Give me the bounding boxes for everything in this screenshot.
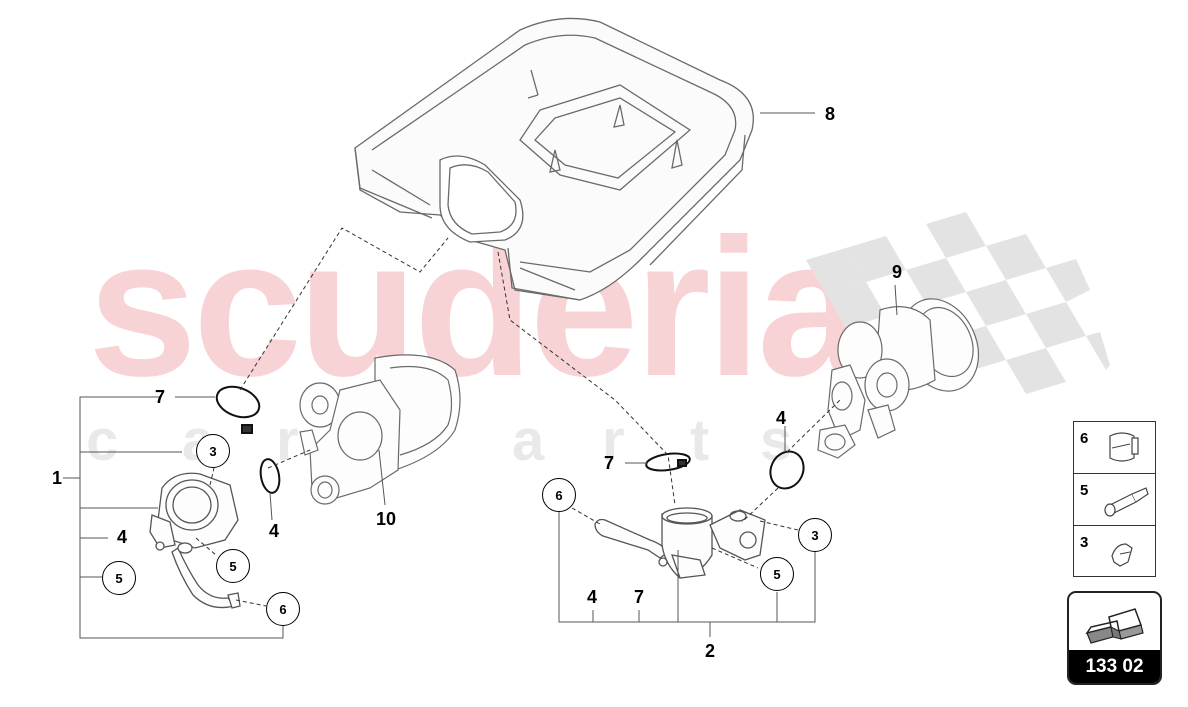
bubble-5-right[interactable]: 5: [760, 557, 794, 591]
legend-item-6[interactable]: 6: [1074, 422, 1155, 474]
callout-4-right-ring[interactable]: 4: [775, 408, 787, 428]
hose-clamp-icon: [1109, 432, 1139, 462]
callout-4-left-bracket[interactable]: 4: [116, 527, 128, 547]
callout-2[interactable]: 2: [704, 641, 716, 661]
seal-ring-left: [259, 458, 281, 494]
turbocharger-part-9: [817, 298, 980, 459]
callout-4-bottom[interactable]: 4: [586, 587, 598, 607]
throttle-body-right: [594, 507, 766, 579]
clip-icon: [1111, 543, 1133, 567]
bubble-6-left[interactable]: 6: [266, 592, 300, 626]
arrow-next-icon: [1085, 608, 1144, 644]
air-filter-housing-part-8: [354, 17, 754, 301]
bubble-5-left-outer[interactable]: 5: [102, 561, 136, 595]
callout-10[interactable]: 10: [375, 509, 397, 529]
callout-leaders: [63, 112, 898, 639]
callout-9[interactable]: 9: [891, 262, 903, 282]
page-code: 133 02: [1069, 650, 1160, 683]
hose-connector-icon: [1104, 487, 1149, 517]
legend-number: 5: [1080, 482, 1089, 499]
assembly-guide-lines: [195, 227, 841, 607]
bubble-3-right[interactable]: 3: [798, 518, 832, 552]
callout-4-left-ring[interactable]: 4: [268, 521, 280, 541]
turbocharger-part-10: [299, 354, 461, 505]
callout-7-bottom[interactable]: 7: [633, 587, 645, 607]
legend-number: 6: [1080, 430, 1089, 447]
callout-7-mid[interactable]: 7: [603, 453, 615, 473]
hose-clamp-left: [215, 385, 261, 434]
seal-ring-right: [769, 450, 805, 490]
parts-legend: 6 5 3: [1073, 421, 1156, 577]
callout-7-left[interactable]: 7: [154, 387, 166, 407]
bubble-3-left[interactable]: 3: [196, 434, 230, 468]
callout-8[interactable]: 8: [824, 104, 836, 124]
legend-item-5[interactable]: 5: [1074, 474, 1155, 526]
throttle-body-left: [149, 472, 241, 609]
callout-1[interactable]: 1: [51, 468, 63, 488]
legend-number: 3: [1080, 534, 1089, 551]
legend-item-3[interactable]: 3: [1074, 526, 1155, 578]
next-page-button[interactable]: 133 02: [1067, 591, 1162, 685]
bubble-5-left-inner[interactable]: 5: [216, 549, 250, 583]
bubble-6-right[interactable]: 6: [542, 478, 576, 512]
